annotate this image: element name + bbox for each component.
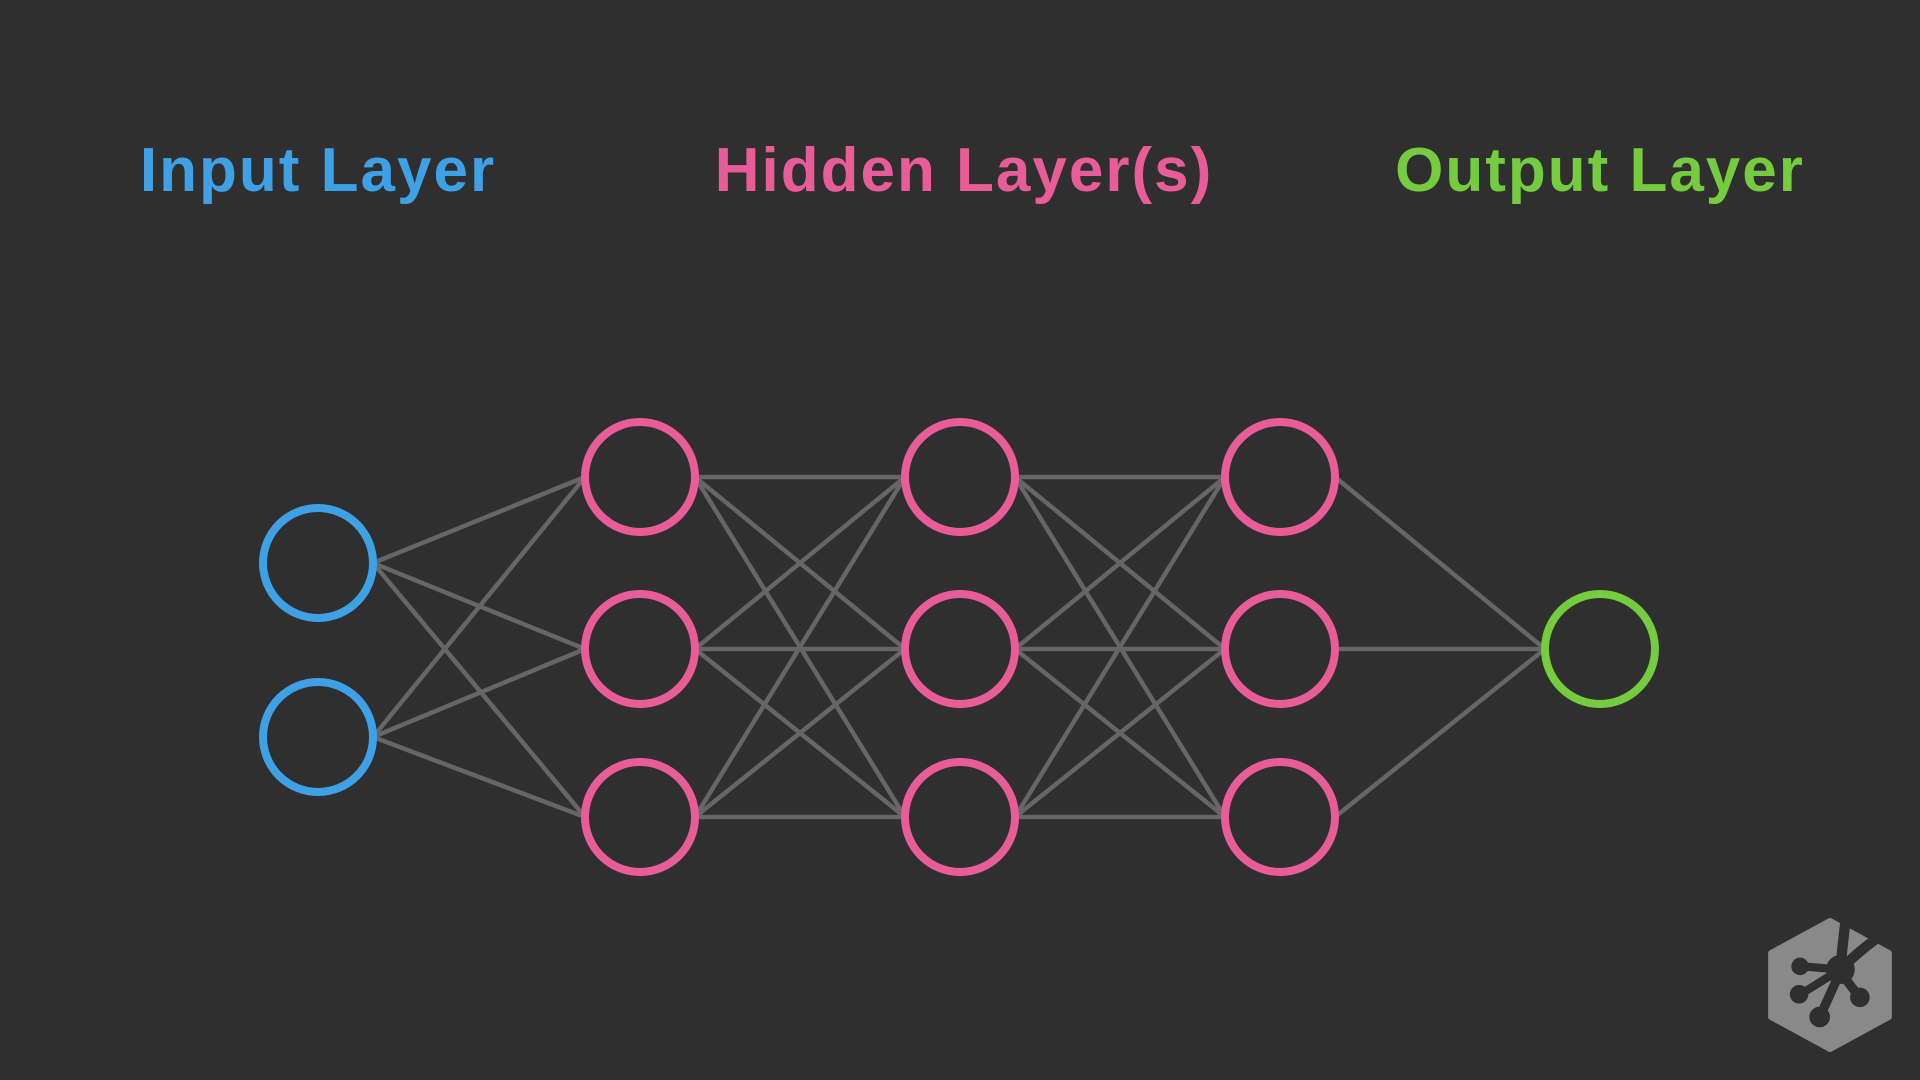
hidden-layer-2-node-1: [901, 418, 1019, 536]
connection-edge: [1333, 647, 1547, 819]
connection-edge: [1013, 475, 1227, 819]
output-layer-label: Output Layer: [1395, 136, 1805, 205]
hidden-layer-3-node-3: [1221, 758, 1339, 876]
output-layer-node-1: [1541, 590, 1659, 708]
input-layer-node-1: [259, 504, 377, 622]
connection-edge: [372, 646, 586, 740]
hidden-layer-3-node-1: [1221, 418, 1339, 536]
input-layer-node-2: [259, 678, 377, 796]
hidden-layer-1-node-1: [581, 418, 699, 536]
hidden-layer-2-node-2: [901, 590, 1019, 708]
hexagon-badge-icon: [1768, 918, 1892, 1052]
hidden-layer-1-node-2: [581, 590, 699, 708]
frog-footprint-icon: [1789, 918, 1882, 1028]
connection-edge: [371, 561, 587, 819]
connection-edge: [372, 474, 586, 566]
hidden-layer-2-node-3: [901, 758, 1019, 876]
hidden-layer-label: Hidden Layer(s): [714, 136, 1214, 205]
input-layer-label: Input Layer: [139, 136, 497, 205]
connection-edge: [693, 475, 907, 651]
treehouse-logo: [1766, 918, 1894, 1052]
connection-edge: [372, 734, 586, 820]
hidden-layer-1-node-3: [581, 758, 699, 876]
connection-edge: [1013, 475, 1227, 651]
connection-edge: [1013, 647, 1227, 819]
connection-edge: [371, 475, 587, 739]
connection-edge: [693, 475, 907, 819]
hidden-layer-3-node-2: [1221, 590, 1339, 708]
connection-edge: [1333, 475, 1547, 651]
connection-edge: [693, 647, 907, 819]
